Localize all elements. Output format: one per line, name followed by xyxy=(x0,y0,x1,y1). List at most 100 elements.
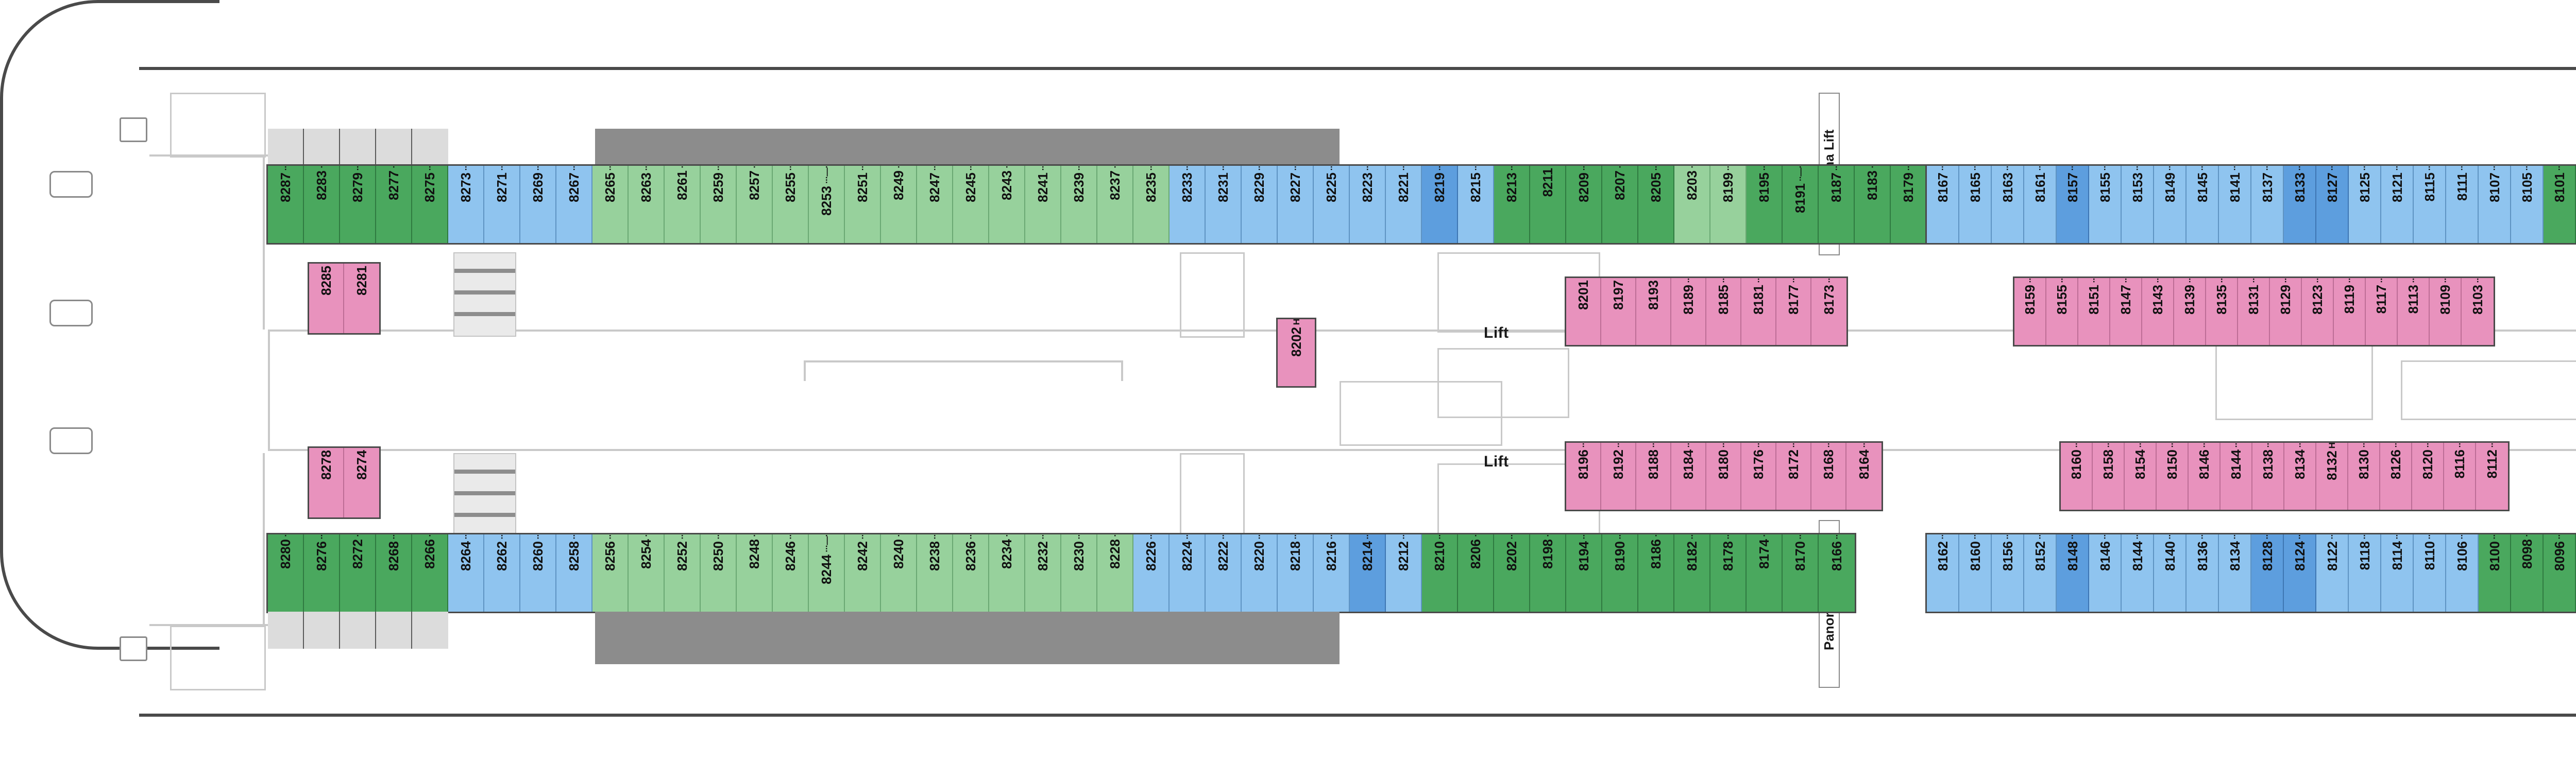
cabin-8107[interactable]: ··8107 xyxy=(2479,166,2511,243)
cabin-8225[interactable]: ··8225 xyxy=(1314,166,1350,243)
cabin-8238[interactable]: ··8238 xyxy=(917,534,953,612)
cabin-8219[interactable]: ··8219 xyxy=(1422,166,1458,243)
cabin-8147[interactable]: ··8147 xyxy=(2110,278,2142,345)
cabin-8148[interactable]: ··8148 xyxy=(2057,534,2089,612)
cabin-8098[interactable]: ·8098 xyxy=(2511,534,2544,612)
cabin-8213[interactable]: ··8213 xyxy=(1494,166,1530,243)
cabin-8145[interactable]: ··8145 xyxy=(2187,166,2219,243)
cabin-8116[interactable]: ··8116 xyxy=(2444,443,2476,510)
cabin-8139[interactable]: ··8139 xyxy=(2174,278,2206,345)
cabin-8201[interactable]: 8201 xyxy=(1566,278,1601,345)
lift-label-center-lower[interactable]: Lift xyxy=(1484,453,1509,470)
cabin-8277[interactable]: ·8277 xyxy=(376,166,412,243)
cabin-8189[interactable]: ··8189 xyxy=(1671,278,1706,345)
cabin-8260[interactable]: ··8260 xyxy=(520,534,556,612)
cabin-8134[interactable]: ··8134 xyxy=(2284,443,2316,510)
cabin-8223[interactable]: ··8223 xyxy=(1350,166,1386,243)
cabin-8262[interactable]: ··8262 xyxy=(484,534,520,612)
cabin-8128[interactable]: ··8128 xyxy=(2251,534,2284,612)
cabin-8172[interactable]: ··8172 xyxy=(1776,443,1811,510)
cabin-8179[interactable]: ··8179 xyxy=(1891,166,1927,243)
cabin-8240[interactable]: ·8240 xyxy=(881,534,917,612)
cabin-8256[interactable]: ··8256 xyxy=(592,534,629,612)
cabin-8157[interactable]: ··8157 xyxy=(2057,166,2089,243)
cabin-8250[interactable]: ··8250 xyxy=(701,534,737,612)
cabin-8124[interactable]: ··8124 xyxy=(2284,534,2316,612)
cabin-8258[interactable]: ··8258 xyxy=(556,534,592,612)
cabin-8160[interactable]: ··8160 xyxy=(1959,534,1992,612)
cabin-8239[interactable]: ··8239 xyxy=(1061,166,1097,243)
cabin-8249[interactable]: ·8249 xyxy=(881,166,917,243)
cabin-8203[interactable]: ·8203 xyxy=(1674,166,1710,243)
cabin-8100[interactable]: ··8100 xyxy=(2479,534,2511,612)
cabin-8118[interactable]: ··8118 xyxy=(2349,534,2381,612)
cabin-8185[interactable]: ··8185 xyxy=(1706,278,1741,345)
cabin-8228[interactable]: ·8228 xyxy=(1097,534,1133,612)
cabin-8160[interactable]: ··8160 xyxy=(2061,443,2093,510)
cabin-8154[interactable]: ··8154 xyxy=(2125,443,2157,510)
cabin-8186[interactable]: ·8186 xyxy=(1638,534,1674,612)
cabin-8236[interactable]: ··8236 xyxy=(953,534,989,612)
cabin-8193[interactable]: 8193 xyxy=(1636,278,1671,345)
lift-label-center-upper[interactable]: Lift xyxy=(1484,324,1509,341)
cabin-8123[interactable]: ··8123 xyxy=(2302,278,2334,345)
cabin-8187[interactable]: ··8187 xyxy=(1819,166,1855,243)
cabin-8173[interactable]: ··8173 xyxy=(1811,278,1846,345)
cabin-8168[interactable]: ··8168 xyxy=(1811,443,1846,510)
cabin-8261[interactable]: ·8261 xyxy=(665,166,701,243)
cabin-8194[interactable]: ··8194 xyxy=(1566,534,1602,612)
cabin-8159[interactable]: ··8159 xyxy=(2014,278,2046,345)
cabin-8198[interactable]: ·8198 xyxy=(1530,534,1566,612)
cabin-8248[interactable]: ·8248 xyxy=(737,534,773,612)
cabin-8152[interactable]: ··8152 xyxy=(2024,534,2057,612)
cabin-8254[interactable]: ·8254 xyxy=(629,534,665,612)
cabin-8242[interactable]: ··8242 xyxy=(845,534,881,612)
cabin-8134[interactable]: ··8134 xyxy=(2219,534,2251,612)
cabin-8182[interactable]: ··8182 xyxy=(1674,534,1710,612)
cabin-8267[interactable]: ··8267 xyxy=(556,166,592,243)
cabin-8133[interactable]: ··8133 xyxy=(2284,166,2316,243)
cabin-8202[interactable]: ··8202 xyxy=(1494,534,1530,612)
cabin-8153[interactable]: ··8153 xyxy=(2122,166,2154,243)
cabin-8232[interactable]: ··8232 xyxy=(1025,534,1061,612)
cabin-8245[interactable]: ··8245 xyxy=(953,166,989,243)
cabin-8180[interactable]: ··8180 xyxy=(1706,443,1741,510)
cabin-8129[interactable]: ··8129 xyxy=(2270,278,2302,345)
cabin-8144[interactable]: ··8144 xyxy=(2122,534,2154,612)
cabin-8136[interactable]: ··8136 xyxy=(2187,534,2219,612)
cabin-8183[interactable]: ·8183 xyxy=(1855,166,1891,243)
cabin-8111[interactable]: ··8111 xyxy=(2446,166,2479,243)
cabin-8273[interactable]: ··8273 xyxy=(448,166,484,243)
cabin-8251[interactable]: ··8251 xyxy=(845,166,881,243)
cabin-8113[interactable]: ··8113 xyxy=(2398,278,2430,345)
cabin-8150[interactable]: ··8150 xyxy=(2157,443,2189,510)
cabin-8119[interactable]: ··8119 xyxy=(2334,278,2366,345)
cabin-8285[interactable]: 8285 xyxy=(309,264,344,333)
cabin-8227[interactable]: ··8227 xyxy=(1278,166,1314,243)
cabin-8146[interactable]: ··8146 xyxy=(2189,443,2221,510)
cabin-8268[interactable]: ··8268 xyxy=(376,534,412,612)
cabin-8234[interactable]: ·8234 xyxy=(989,534,1025,612)
cabin-8205[interactable]: ··8205 xyxy=(1638,166,1674,243)
cabin-8149[interactable]: ··8149 xyxy=(2154,166,2187,243)
cabin-8272[interactable]: ·8272 xyxy=(340,534,376,612)
cabin-8195[interactable]: ··8195 xyxy=(1747,166,1783,243)
cabin-8259[interactable]: ··8259 xyxy=(701,166,737,243)
cabin-8162[interactable]: ··8162 xyxy=(1927,534,1959,612)
cabin-8197[interactable]: 8197 xyxy=(1601,278,1636,345)
cabin-8096[interactable]: ··8096 xyxy=(2544,534,2576,612)
cabin-8114[interactable]: ··8114 xyxy=(2381,534,2414,612)
cabin-8191[interactable]: ··—·8191 xyxy=(1783,166,1819,243)
cabin-8199[interactable]: ··8199 xyxy=(1710,166,1747,243)
cabin-8274[interactable]: 8274 xyxy=(344,448,379,517)
cabin-8287[interactable]: ··8287 xyxy=(268,166,304,243)
cabin-8243[interactable]: ·8243 xyxy=(989,166,1025,243)
cabin-8112[interactable]: ··8112 xyxy=(2476,443,2508,510)
cabin-8167[interactable]: ··8167 xyxy=(1927,166,1959,243)
cabin-8130[interactable]: ··8130 xyxy=(2348,443,2380,510)
cabin-8278[interactable]: 8278 xyxy=(309,448,344,517)
cabin-8135[interactable]: ··8135 xyxy=(2206,278,2238,345)
cabin-8216[interactable]: ··8216 xyxy=(1314,534,1350,612)
cabin-8170[interactable]: ··8170 xyxy=(1783,534,1819,612)
